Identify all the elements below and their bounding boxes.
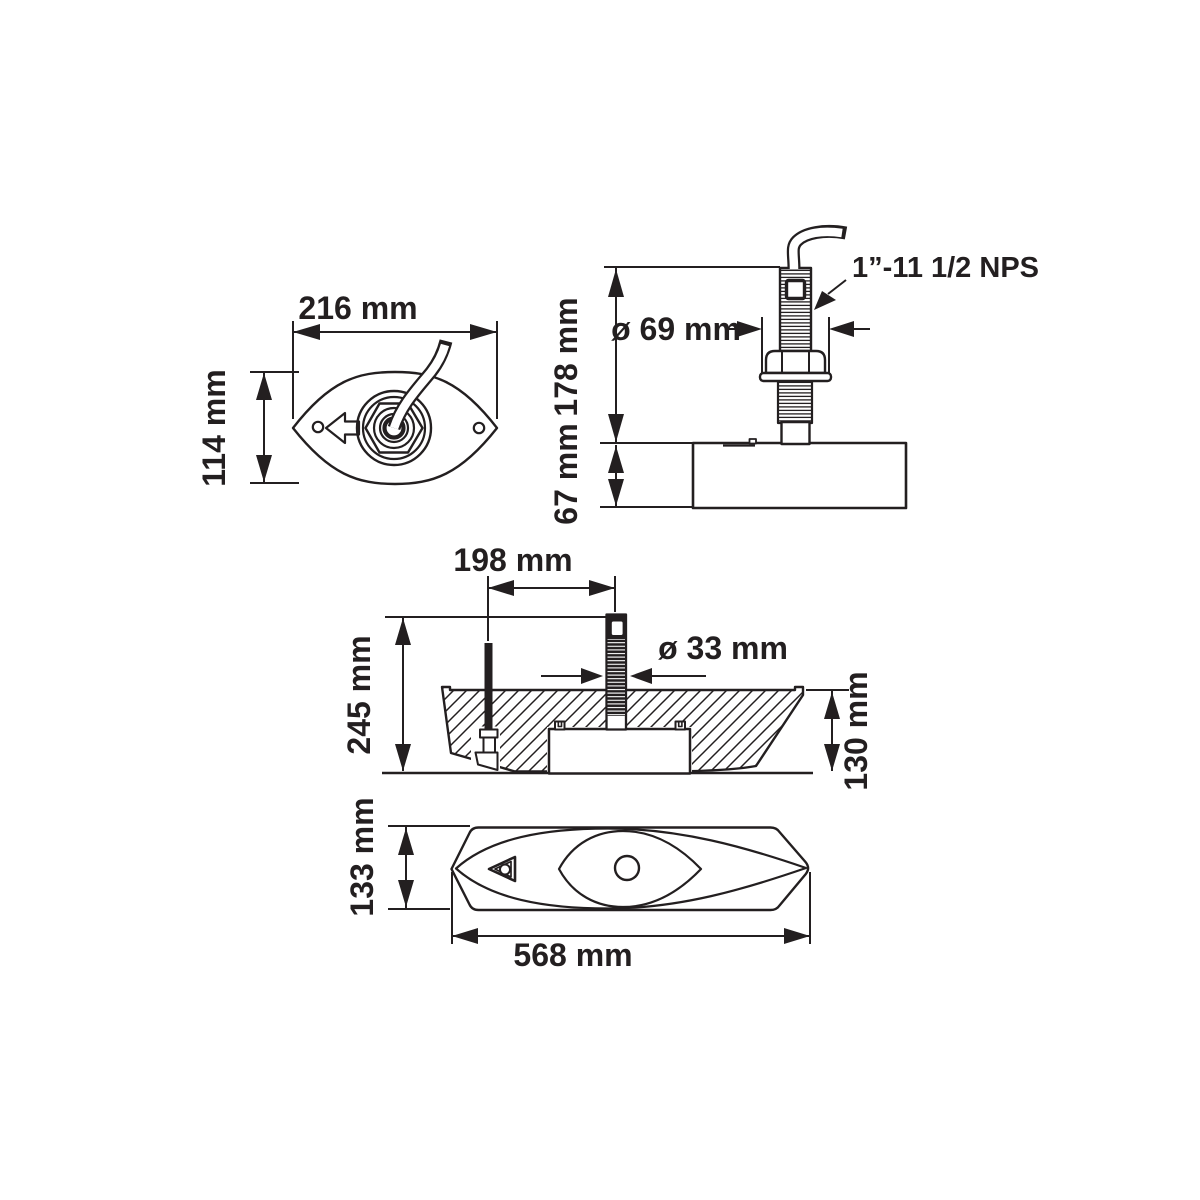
dim-label-plate-width: 216 mm (298, 290, 417, 326)
dimension-diameter-33 (541, 668, 706, 684)
dimension-overall-245 (385, 616, 606, 771)
stem-thread-lower (776, 379, 814, 425)
cable-top-view (387, 339, 453, 431)
dimension-height-178 (600, 266, 780, 444)
cable-side-view (786, 224, 848, 270)
dim-label-plate-height: 114 mm (196, 369, 232, 486)
dim-label-spacing: 198 mm (453, 542, 572, 578)
arrowhead-left (293, 324, 320, 340)
stem-plain-lower (780, 420, 811, 446)
dimension-length-568 (451, 872, 811, 944)
stem-thread-installed (607, 639, 625, 716)
transducer-housing-installed (547, 727, 692, 775)
forward-arrow-icon (324, 411, 361, 445)
arrowhead-up (256, 373, 272, 400)
arrowhead-down (256, 455, 272, 482)
hex-nut-facets (781, 352, 810, 373)
dim-label-fairing-length: 568 mm (513, 937, 632, 973)
fairing-center-hole (613, 854, 641, 882)
fairing-front-fastener (487, 855, 517, 883)
dim-label-overall-height: 245 mm (341, 635, 377, 754)
fairing-bottom-view: 133 mm 568 mm (344, 797, 811, 973)
dim-label-fairing-width: 133 mm (344, 797, 380, 916)
fairing-lens-contour (557, 829, 703, 909)
dimension-diameter-69 (726, 317, 870, 377)
dim-label-fairing-depth: 130 mm (838, 671, 874, 790)
dimension-spacing-198 (487, 576, 616, 641)
dim-label-housing-height: 67 mm (548, 423, 584, 524)
plate-hole-right (472, 421, 486, 435)
housing-top-notch (748, 438, 757, 445)
dimension-height-114 (250, 371, 299, 484)
side-view: 178 mm 67 mm ø 69 mm (548, 224, 1039, 525)
fairing-leaf-contour (454, 827, 808, 910)
speed-sensor-rod (484, 643, 493, 729)
hex-nut-side (764, 349, 827, 375)
dim-label-hole-diameter: ø 33 mm (658, 630, 788, 666)
thread-spec-leader (814, 279, 847, 310)
housing-clip-right (674, 720, 686, 731)
thread-spec-label: 1”-11 1/2 NPS (852, 252, 1039, 284)
installed-view: 198 mm 245 mm (341, 542, 874, 791)
dimension-depth-130 (806, 689, 849, 771)
transducer-housing-side (691, 441, 908, 510)
dimension-height-67 (600, 445, 692, 508)
stem-slot-hole (784, 278, 807, 301)
sensor-fitting (474, 728, 499, 771)
nut-flange (758, 371, 833, 383)
arrowhead-right (470, 324, 497, 340)
dimension-width-133 (388, 825, 470, 910)
stem-slot-hole-installed (611, 621, 623, 635)
plate-hole-left (311, 420, 325, 434)
dim-label-stem-diameter: ø 69 mm (611, 311, 741, 347)
dim-label-stem-height: 178 mm (548, 297, 584, 416)
top-view: 216 mm 114 mm (196, 290, 499, 487)
dimension-width-216 (292, 321, 498, 419)
housing-clip-left (554, 720, 566, 731)
